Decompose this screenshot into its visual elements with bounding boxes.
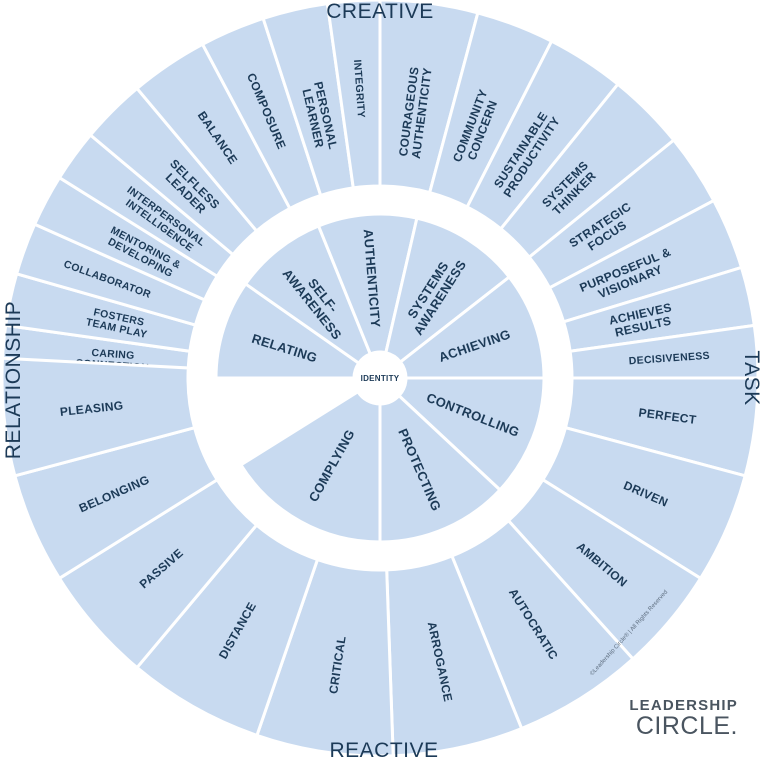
outer-segment-courageous-authenticity (378, 0, 480, 195)
outer-segment-integrity (325, 0, 382, 190)
center-label: IDENTITY (361, 374, 400, 383)
outer-segment-decisiveness-label-group: DECISIVENESS (628, 350, 710, 368)
outer-segment-perfect (563, 376, 760, 478)
outer-segment-integrity-label-group: INTEGRITY (351, 59, 367, 118)
inner-segment-protecting (378, 393, 503, 544)
outer-segment-caring-connection-label: CARING (91, 347, 135, 362)
outer-segment-decisiveness (568, 323, 760, 380)
axis-label-relationship: RELATIONSHIP (2, 301, 25, 459)
outer-segment-sustainable-productivity (465, 39, 620, 231)
outer-segment-personal-learner (261, 1, 355, 198)
center-hole (357, 355, 403, 401)
leadership-circle-logo: LEADERSHIP CIRCLE. (629, 697, 738, 740)
outer-segment-pleasing (0, 356, 197, 478)
outer-segment-purposeful-and-visionary (547, 198, 744, 324)
inner-segment-controlling (396, 376, 546, 492)
outer-segment-composure (200, 16, 323, 211)
outer-segment-belonging (13, 425, 220, 581)
inner-segment-systems-awareness (384, 216, 512, 365)
outer-segment-critical (255, 557, 395, 758)
outer-segment-fosters-team-play (3, 271, 198, 353)
outer-segment-collaborator (14, 222, 207, 327)
logo-line-1: LEADERSHIP (629, 697, 738, 714)
outer-segment-pleasing-label: PLEASING (59, 398, 124, 419)
outer-segment-balance (134, 42, 292, 234)
inner-segment-relating (214, 281, 361, 380)
outer-segment-achieves-results (561, 265, 757, 353)
outer-segment-strategic-focus (527, 138, 716, 290)
axis-label-reactive: REACTIVE (329, 739, 438, 761)
outer-segment-systems-thinker (498, 82, 676, 260)
outer-segment-distance (134, 522, 320, 738)
outer-segment-integrity-label: INTEGRITY (351, 59, 367, 118)
inner-segment-achieving (398, 274, 546, 380)
outer-segment-selfless-leader (88, 86, 259, 257)
outer-segment-driven (540, 425, 747, 581)
axis-label-creative: CREATIVE (326, 0, 433, 23)
outer-segment-ambition (506, 477, 703, 662)
axis-label-task: TASK (740, 350, 760, 405)
inner-segment-complying (238, 389, 382, 544)
outer-segment-autocratic (449, 518, 636, 731)
outer-segment-community-concern (427, 11, 554, 209)
outer-segment-arrogance (385, 554, 524, 758)
outer-segment-pleasing-label-group: PLEASING (59, 398, 124, 419)
outer-segment-decisiveness-label: DECISIVENESS (628, 350, 710, 368)
inner-segment-self-awareness (243, 223, 373, 366)
outer-segment-passive (57, 477, 259, 670)
outer-segment-mentoring-and-developing (32, 175, 220, 302)
logo-line-2: CIRCLE. (635, 712, 738, 740)
outer-segment-interpersonal-intelligence (57, 132, 236, 279)
